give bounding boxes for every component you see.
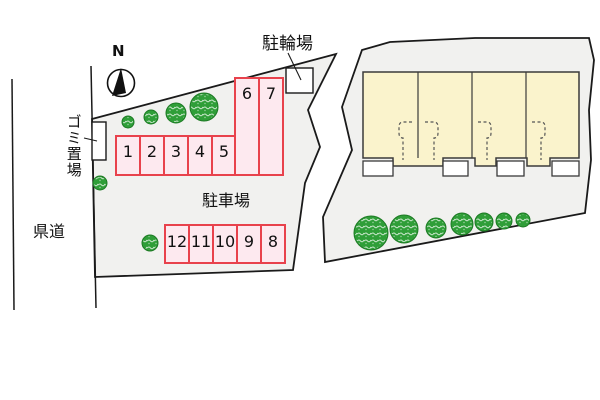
tree-foliage-texture (427, 219, 445, 237)
parking-stall-number: 2 (147, 142, 157, 161)
parking-stall (234, 77, 260, 176)
tree-icon (495, 212, 513, 230)
garbage-shed (91, 121, 107, 161)
door-path-icon (398, 121, 412, 160)
parking-stall (164, 224, 190, 264)
tree-icon (515, 212, 531, 228)
parking-stall-number: 10 (215, 232, 235, 251)
tree-foliage-texture (145, 111, 157, 123)
parking-stall-number: 11 (191, 232, 211, 251)
parking-stall-number: 7 (266, 84, 276, 103)
tree-foliage-texture (167, 104, 185, 122)
tree-icon (474, 212, 494, 232)
compass (106, 68, 136, 98)
parking-stall (115, 135, 141, 176)
door-path-icon (532, 121, 546, 160)
parking-stall-number: 6 (242, 84, 252, 103)
label-compass-north: N (112, 42, 125, 60)
parking-stall (236, 224, 262, 264)
tree-foliage-texture (476, 214, 492, 230)
tree-foliage-texture (94, 177, 106, 189)
trees-right-parcel (353, 212, 531, 251)
label-bicycle-parking: 駐輪場 (262, 34, 313, 54)
tree-foliage-texture (143, 236, 157, 250)
parking-stall-number: 8 (268, 232, 278, 251)
bicycle-leader-line (287, 52, 302, 81)
tree-icon (425, 217, 447, 239)
tree-icon (353, 215, 389, 251)
door-path-icon (478, 121, 492, 160)
road-edge-line (11, 78, 15, 311)
tree-icon (141, 234, 159, 252)
building-porch (362, 160, 394, 177)
building (362, 71, 580, 177)
parking-stall-number: 9 (244, 232, 254, 251)
bicycle-shed (285, 67, 314, 94)
tree-icon (121, 115, 135, 129)
building-porch (442, 160, 469, 177)
tree-foliage-texture (355, 217, 387, 249)
parking-stall-number: 1 (123, 142, 133, 161)
tree-foliage-texture (391, 216, 417, 242)
parking-stall (258, 77, 284, 176)
parking-stall (260, 224, 286, 264)
parking-stall-number: 3 (171, 142, 181, 161)
building-porch (551, 160, 580, 177)
trees-left-parcel (92, 92, 219, 252)
tree-icon (450, 212, 474, 236)
parking-stall-number: 12 (167, 232, 187, 251)
tree-foliage-texture (452, 214, 472, 234)
garbage-leader-line (83, 137, 98, 142)
parking-stall-number: 4 (195, 142, 205, 161)
compass-needle-icon (112, 68, 126, 96)
building-footprint (362, 71, 580, 167)
tree-icon (165, 102, 187, 124)
label-parking-lot: 駐車場 (202, 191, 251, 210)
label-prefectural-road: 県道 (33, 222, 66, 241)
tree-foliage-texture (123, 117, 133, 127)
label-garbage-area: ゴミ置場 (64, 114, 83, 178)
tree-foliage-texture (497, 214, 511, 228)
building-porch (496, 160, 525, 177)
parking-stall-number: 5 (219, 142, 229, 161)
tree-icon (389, 214, 419, 244)
tree-foliage-texture (517, 214, 529, 226)
parcel-boundary-line (90, 65, 97, 309)
tree-icon (143, 109, 159, 125)
tree-foliage-texture (191, 94, 217, 120)
door-path-icon (425, 121, 439, 160)
tree-icon (92, 175, 108, 191)
tree-icon (189, 92, 219, 122)
